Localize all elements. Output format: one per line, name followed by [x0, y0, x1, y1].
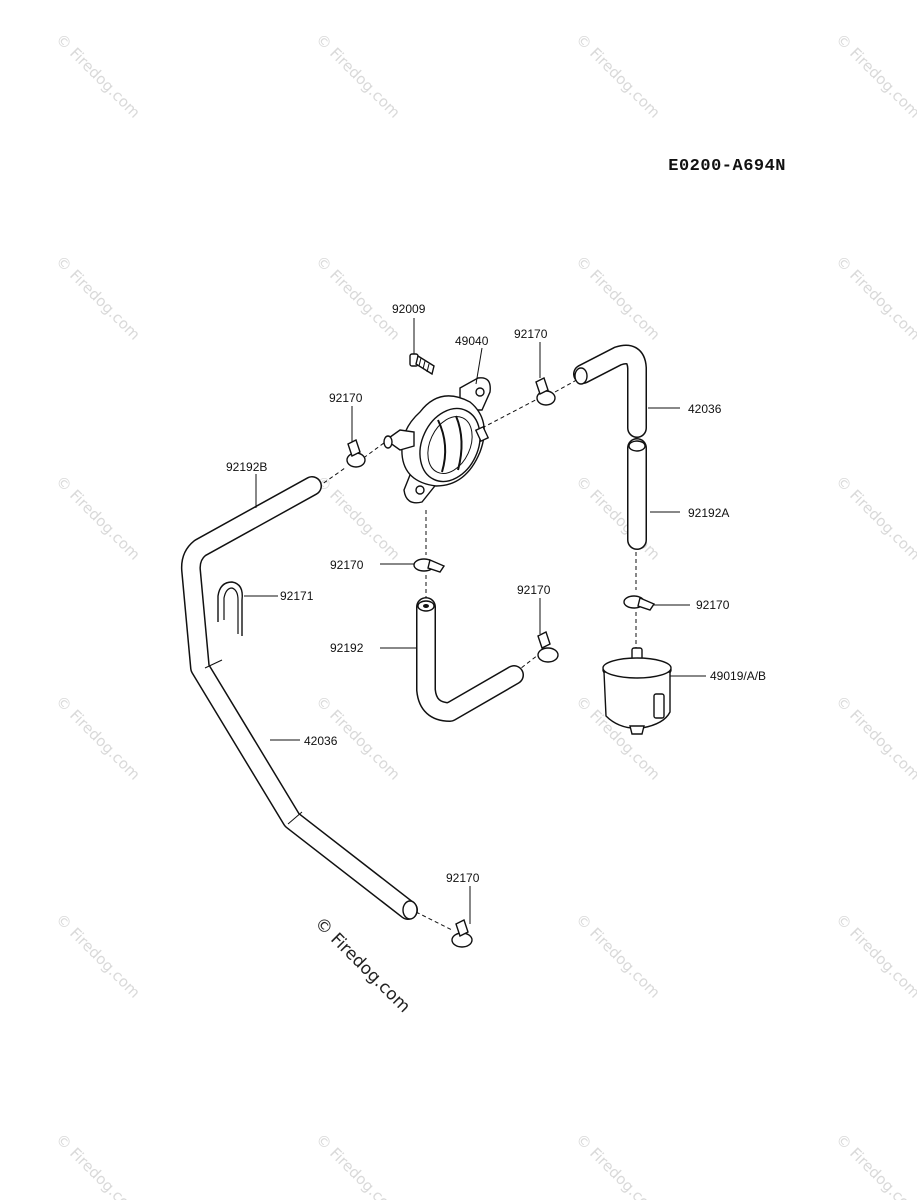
- watermark-text: © Firedog.com: [832, 472, 917, 564]
- clamp-pump-bottom: [413, 558, 446, 573]
- watermark-layer: © Firedog.com © Firedog.com © Firedog.co…: [52, 30, 917, 1200]
- watermark-text: © Firedog.com: [52, 692, 144, 784]
- part-label-92170[interactable]: 92170: [517, 583, 551, 597]
- clip: [217, 581, 243, 636]
- part-labels: 92009 49040 92170 92170 42036 92192B 921…: [226, 302, 766, 885]
- watermark-text: © Firedog.com: [52, 252, 144, 344]
- clamp-filter-top: [623, 595, 656, 611]
- watermark-text: © Firedog.com: [572, 910, 664, 1002]
- part-label-42036[interactable]: 42036: [304, 734, 338, 748]
- part-label-92192[interactable]: 92192: [330, 641, 364, 655]
- fuel-pump: [383, 377, 491, 504]
- watermark-text: © Firedog.com: [52, 472, 144, 564]
- part-label-92170[interactable]: 92170: [696, 598, 730, 612]
- part-label-92170[interactable]: 92170: [446, 871, 480, 885]
- part-label-92009[interactable]: 92009: [392, 302, 426, 316]
- hose-center: [416, 597, 524, 722]
- fuel-filter: [602, 647, 672, 735]
- watermark-text: © Firedog.com: [572, 252, 664, 344]
- copyright-watermark: © Firedog.com: [310, 913, 414, 1017]
- part-label-92192a[interactable]: 92192A: [688, 506, 729, 520]
- watermark-text: © Firedog.com: [312, 472, 404, 564]
- watermark-text: © Firedog.com: [572, 472, 664, 564]
- hose-long-left: [180, 476, 418, 920]
- watermark-text: © Firedog.com: [832, 252, 917, 344]
- watermark-text: © Firedog.com: [572, 30, 664, 122]
- watermark-text: © Firedog.com: [312, 30, 404, 122]
- hose-upper-right: [573, 344, 647, 438]
- watermark-text: © Firedog.com: [52, 30, 144, 122]
- clamp-pump-inlet: [346, 439, 366, 468]
- leader-lines: [244, 318, 706, 924]
- part-label-92170[interactable]: 92170: [329, 391, 363, 405]
- part-label-92171[interactable]: 92171: [280, 589, 314, 603]
- watermark-text: © Firedog.com: [52, 1130, 144, 1200]
- part-label-49019[interactable]: 49019/A/B: [710, 669, 766, 683]
- clamp-bottom: [451, 919, 473, 948]
- watermark-text: © Firedog.com: [312, 252, 404, 344]
- diagram-code: E0200-A694N: [668, 157, 786, 176]
- watermark-text: © Firedog.com: [52, 910, 144, 1002]
- clamp-center: [537, 631, 559, 663]
- part-label-92170[interactable]: 92170: [514, 327, 548, 341]
- part-label-49040[interactable]: 49040: [455, 334, 489, 348]
- watermark-text: © Firedog.com: [832, 910, 917, 1002]
- part-label-92192b[interactable]: 92192B: [226, 460, 267, 474]
- watermark-text: © Firedog.com: [832, 692, 917, 784]
- part-label-42036[interactable]: 42036: [688, 402, 722, 416]
- part-label-92170[interactable]: 92170: [330, 558, 364, 572]
- watermark-text: © Firedog.com: [832, 1130, 917, 1200]
- watermark-text: © Firedog.com: [832, 30, 917, 122]
- clamp-pump-outlet: [535, 377, 556, 406]
- watermark-text: © Firedog.com: [572, 1130, 664, 1200]
- hose-right: [627, 438, 647, 550]
- bolt: [409, 353, 435, 376]
- watermark-text: © Firedog.com: [312, 1130, 404, 1200]
